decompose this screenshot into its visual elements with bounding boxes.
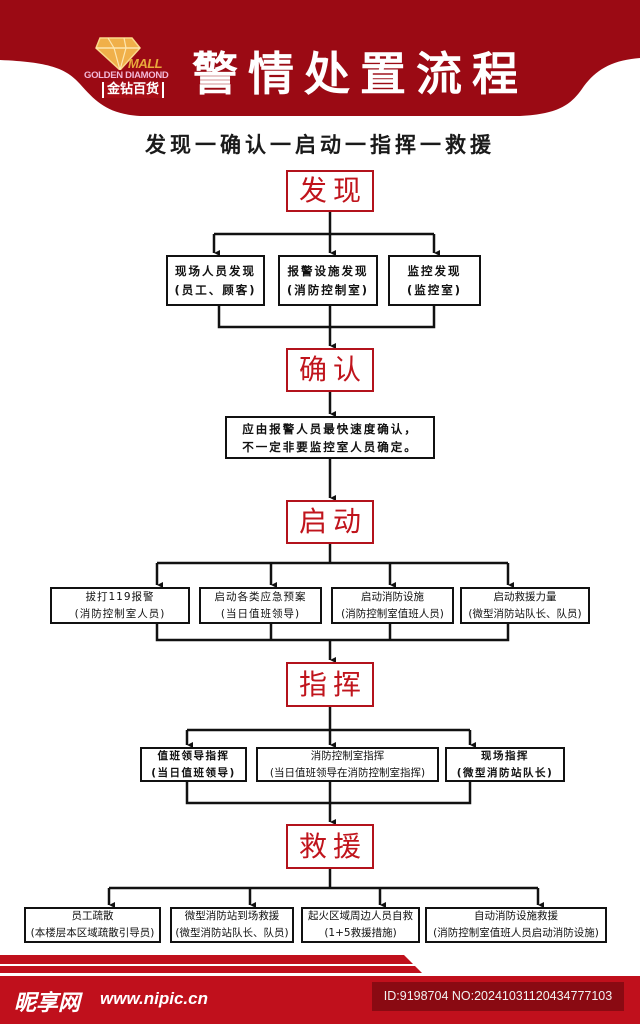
- box-subtitle: (微型消防站队长、队员): [468, 607, 582, 620]
- confirm-box: 应由报警人员最快速度确认， 不一定非要监控室人员确定。: [225, 416, 435, 459]
- box-title: 拔打119报警: [85, 590, 155, 603]
- box-subtitle: (消防控制室值班人员启动消防设施): [433, 927, 599, 939]
- stage-activate: 启动: [286, 500, 374, 544]
- box-subtitle: (本楼层本区域疏散引导员): [30, 927, 155, 939]
- box-subtitle: (消防控制室人员): [74, 607, 166, 620]
- discover-box-monitor: 监控发现 (监控室): [388, 255, 481, 306]
- box-subtitle: (消防控制室值班人员): [341, 607, 444, 620]
- discover-box-onsite: 现场人员发现 (员工、顾客): [166, 255, 265, 306]
- box-title: 报警设施发现: [287, 263, 369, 278]
- box-title: 启动救援力量: [493, 590, 557, 603]
- logo-mall-text: MALL: [128, 56, 163, 71]
- box-title: 自动消防设施救援: [474, 910, 558, 922]
- rescue-box-micro-station: 微型消防站到场救援 (微型消防站队长、队员): [170, 907, 294, 943]
- diamond-icon: [95, 37, 141, 70]
- box-subtitle: (1+5救援措施): [324, 927, 397, 939]
- box-subtitle: (监控室): [406, 282, 462, 297]
- box-title: 消防控制室指挥: [310, 749, 385, 762]
- stage-confirm: 确认: [286, 348, 374, 392]
- activate-box-call-119: 拔打119报警 (消防控制室人员): [50, 587, 190, 624]
- box-title: 启动各类应急预案: [214, 590, 307, 603]
- box-title: 应由报警人员最快速度确认，: [242, 421, 418, 436]
- rescue-box-auto-facilities: 自动消防设施救援 (消防控制室值班人员启动消防设施): [425, 907, 607, 943]
- stage-discover: 发现: [286, 170, 374, 212]
- process-summary: 发现一确认一启动一指挥一救援: [145, 133, 495, 157]
- box-subtitle: (消防控制室): [286, 282, 369, 297]
- box-subtitle: 不一定非要监控室人员确定。: [242, 439, 418, 454]
- activate-box-plans: 启动各类应急预案 (当日值班领导): [199, 587, 322, 624]
- stage-rescue: 救援: [286, 824, 374, 869]
- command-box-duty-leader: 值班领导指挥 (当日值班领导): [140, 747, 247, 782]
- box-title: 现场指挥: [481, 749, 529, 762]
- box-title: 监控发现: [407, 263, 462, 278]
- rescue-box-self-rescue: 起火区域周边人员自救 (1+5救援措施): [301, 907, 420, 943]
- logo-english-text: GOLDEN DIAMOND: [84, 70, 169, 81]
- activate-box-rescue-force: 启动救援力量 (微型消防站队长、队员): [460, 587, 590, 624]
- box-title: 现场人员发现: [175, 263, 256, 278]
- footer-site-logo: 昵享网: [14, 991, 81, 1016]
- box-subtitle: (微型消防站队长): [456, 766, 554, 779]
- stage-command: 指挥: [286, 662, 374, 707]
- box-title: 启动消防设施: [361, 590, 424, 603]
- page-title: 警情处置流程: [192, 47, 528, 101]
- box-subtitle: (当日值班领导在消防控制室指挥): [269, 766, 426, 779]
- box-subtitle: (当日值班领导): [220, 607, 301, 620]
- box-subtitle: (员工、顾客): [174, 282, 257, 297]
- box-subtitle: (微型消防站队长、队员): [175, 927, 289, 939]
- logo-chinese-text: 金钻百货: [102, 82, 165, 98]
- discover-box-alarm: 报警设施发现 (消防控制室): [278, 255, 378, 306]
- activate-box-facilities: 启动消防设施 (消防控制室值班人员): [331, 587, 454, 624]
- box-title: 微型消防站到场救援: [184, 910, 280, 922]
- box-title: 起火区域周边人员自救: [308, 910, 413, 922]
- box-subtitle: (当日值班领导): [151, 766, 236, 779]
- rescue-box-evacuation: 员工疏散 (本楼层本区域疏散引导员): [24, 907, 161, 943]
- command-box-onsite: 现场指挥 (微型消防站队长): [445, 747, 565, 782]
- command-box-control-room: 消防控制室指挥 (当日值班领导在消防控制室指挥): [256, 747, 439, 782]
- footer-id-badge: ID:9198704 NO:20241031120434777103: [372, 982, 624, 1011]
- golden-diamond-logo: MALL GOLDEN DIAMOND 金钻百货: [84, 36, 184, 102]
- box-title: 员工疏散: [71, 910, 114, 922]
- footer-url-link[interactable]: www.nipic.cn: [100, 989, 208, 1008]
- box-title: 值班领导指挥: [157, 749, 230, 762]
